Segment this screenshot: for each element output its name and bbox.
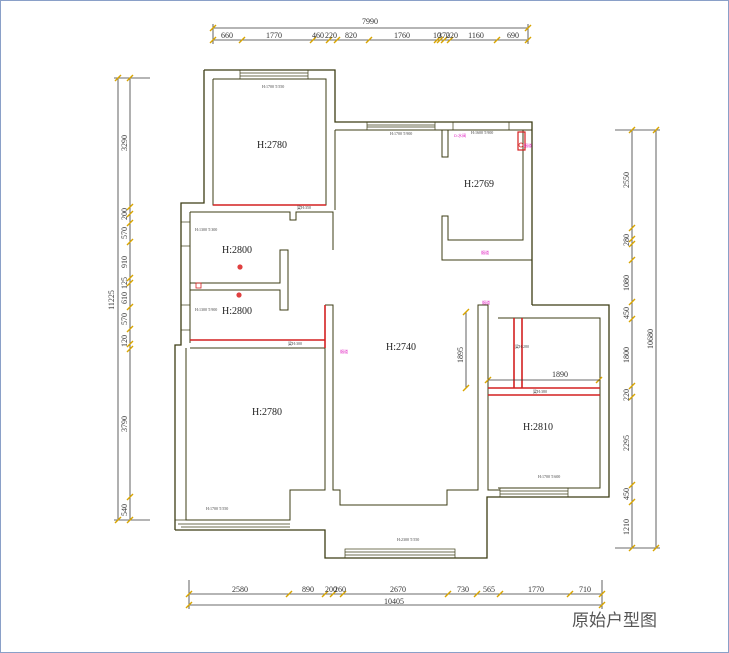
right-dim-7: 2295 xyxy=(622,435,631,451)
inner-dims: 1895 1890 xyxy=(456,308,603,392)
top-dim-2: 1770 xyxy=(266,31,282,40)
bottom-total-dim: 10405 xyxy=(384,597,404,606)
room-height-label: H:2769 xyxy=(464,179,494,190)
right-dim-2: 280 xyxy=(622,234,631,246)
inner-dim-1890: 1890 xyxy=(552,370,568,379)
left-dim-8: 120 xyxy=(120,335,129,347)
drain-icon xyxy=(237,264,243,270)
room-height-label: H:2800 xyxy=(222,245,252,256)
right-dim-6: 220 xyxy=(622,389,631,401)
left-dim-6: 610 xyxy=(120,292,129,304)
bottom-dim-8: 1770 xyxy=(528,585,544,594)
room-height-label: H:2740 xyxy=(386,342,416,353)
window-note: H:1700 T:550 xyxy=(206,506,228,511)
bottom-dim-6: 730 xyxy=(457,585,469,594)
right-dim-9: 1210 xyxy=(622,519,631,535)
bottom-dim-3: 200 xyxy=(325,585,337,594)
left-dim-7: 570 xyxy=(120,313,129,325)
floor-drains xyxy=(195,142,524,298)
window-note: H:1300 T:300 xyxy=(195,227,217,232)
beam-note: 梁H:300 xyxy=(288,340,302,346)
drain-icon xyxy=(236,292,242,298)
pink-note: D:水阀 xyxy=(454,132,466,138)
top-dim-1: 660 xyxy=(221,31,233,40)
inner-dim-1895: 1895 xyxy=(456,347,465,363)
beam-note: 梁H:350 xyxy=(297,204,311,210)
left-dim-3: 570 xyxy=(120,227,129,239)
bottom-dim-7: 565 xyxy=(483,585,495,594)
left-dimension-chain: 11225 3290 200 570 910 125 610 570 120 3… xyxy=(107,74,150,524)
window-note: H:1700 T:600 xyxy=(538,474,560,479)
room-labels: H:2780 H:2769 H:2800 H:2800 H:2740 H:278… xyxy=(222,140,553,433)
left-dim-2: 200 xyxy=(120,208,129,220)
left-dim-5: 125 xyxy=(120,277,129,289)
pink-note: 烟道 xyxy=(481,249,489,255)
drawing-title: 原始户型图 xyxy=(572,611,657,631)
right-dim-1: 2550 xyxy=(622,172,631,188)
top-dim-4: 220 xyxy=(325,31,337,40)
top-dim-10: 1160 xyxy=(468,31,484,40)
window-note: H:1600 T:900 xyxy=(471,130,493,135)
beam-note: 梁H:280 xyxy=(515,343,529,349)
bottom-dim-5: 2670 xyxy=(390,585,406,594)
right-dimension-chain: 10680 2550 280 1080 450 1800 220 2295 45… xyxy=(615,126,660,552)
room-height-label: H:2800 xyxy=(222,306,252,317)
right-dim-4: 450 xyxy=(622,307,631,319)
pink-note: 烟道 xyxy=(482,299,490,305)
left-total-dim: 11225 xyxy=(107,290,116,310)
window-note: H:2300 T:550 xyxy=(397,537,419,542)
window-note: H:1700 T:550 xyxy=(262,84,284,89)
top-dimension-chain: 7990 660 1770 460 220 820 1760 10 370 22… xyxy=(209,17,532,44)
small-annotations: H:1700 T:550 H:1700 T:900 H:1600 T:900 H… xyxy=(195,84,560,542)
top-dim-7: 10 xyxy=(433,31,441,40)
left-dim-10: 540 xyxy=(120,504,129,516)
pink-note: 烟道 xyxy=(340,348,348,354)
bottom-dim-2: 890 xyxy=(302,585,314,594)
top-dim-9: 220 xyxy=(446,31,458,40)
windows xyxy=(175,69,569,559)
top-dim-11: 690 xyxy=(507,31,519,40)
window-note: H:1700 T:900 xyxy=(390,131,412,136)
left-dim-9: 3790 xyxy=(120,416,129,432)
bottom-dim-9: 710 xyxy=(579,585,591,594)
right-total-dim: 10680 xyxy=(646,329,655,349)
pink-note: 烟道 xyxy=(524,142,532,148)
left-dim-1: 3290 xyxy=(120,135,129,151)
bottom-dimension-chain: 2580 890 200 260 2670 730 565 1770 710 1… xyxy=(185,580,606,609)
left-dim-4: 910 xyxy=(120,256,129,268)
beam-note: 梁H:380 xyxy=(533,388,547,394)
bottom-dim-4: 260 xyxy=(334,585,346,594)
right-dim-3: 1080 xyxy=(622,275,631,291)
top-dim-5: 820 xyxy=(345,31,357,40)
right-dim-5: 1800 xyxy=(622,347,631,363)
beam-lines xyxy=(190,131,600,396)
top-dim-6: 1760 xyxy=(394,31,410,40)
room-height-label: H:2810 xyxy=(523,422,553,433)
top-dim-3: 460 xyxy=(312,31,324,40)
top-dim-8: 370 xyxy=(438,31,450,40)
room-height-label: H:2780 xyxy=(257,140,287,151)
room-height-label: H:2780 xyxy=(252,407,282,418)
bottom-dim-1: 2580 xyxy=(232,585,248,594)
window-note: H:1300 T:900 xyxy=(195,307,217,312)
top-total-dim: 7990 xyxy=(362,17,378,26)
right-dim-8: 450 xyxy=(622,488,631,500)
